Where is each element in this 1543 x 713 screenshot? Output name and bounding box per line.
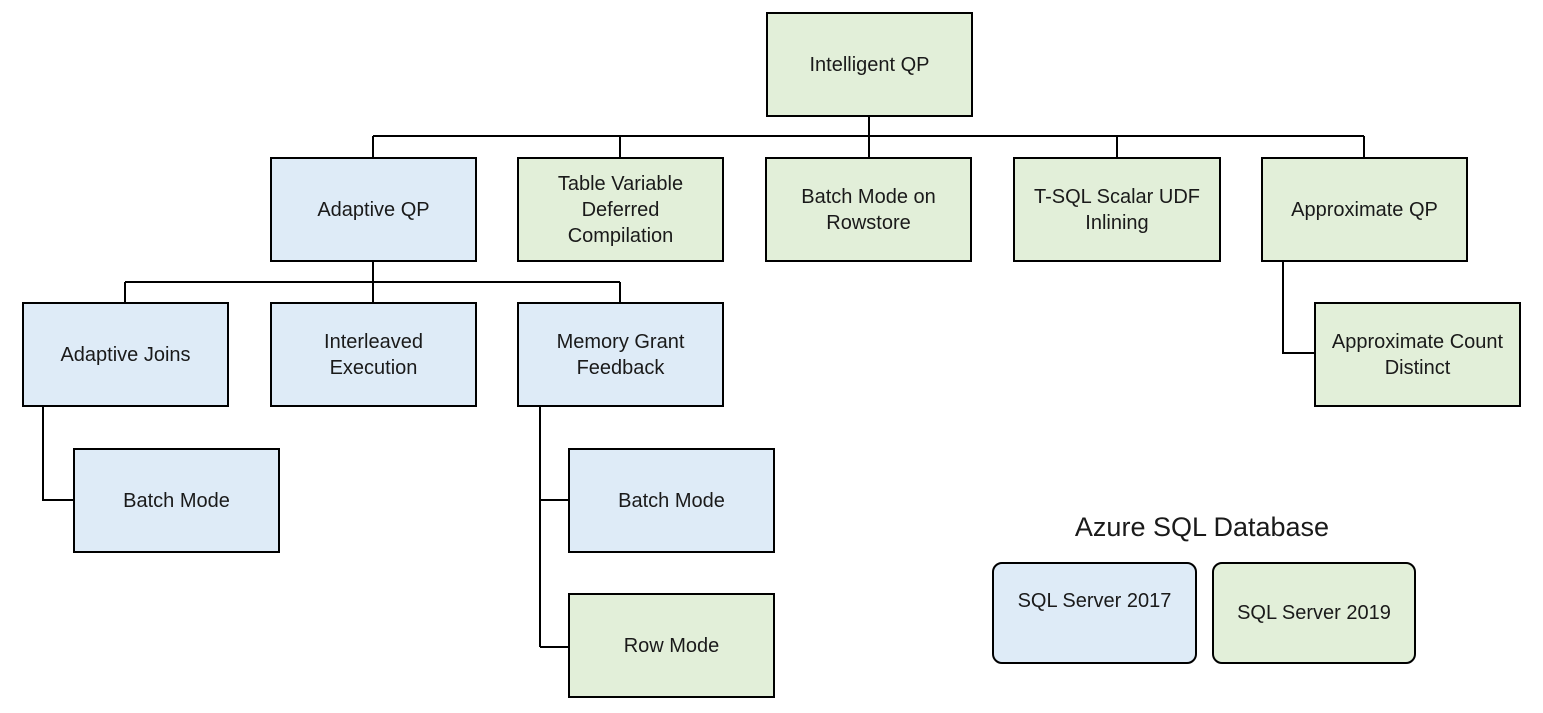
node-label: Interleaved Execution: [324, 330, 423, 379]
legend-title: Azure SQL Database: [1074, 512, 1330, 542]
node-t-sql-scalar-udf-inlining: T-SQL Scalar UDF Inlining: [1013, 157, 1221, 262]
node-adaptive-joins: Adaptive Joins: [22, 302, 229, 407]
node-label: Row Mode: [623, 634, 720, 657]
node-label: Table Variable Deferred Compilation: [557, 172, 684, 247]
node-label: Batch Mode on Rowstore: [801, 185, 936, 234]
node-batch-mode-memory-grant-feedback: Batch Mode: [568, 448, 775, 553]
node-label: Adaptive Joins: [60, 343, 191, 366]
node-label: Approximate Count Distinct: [1331, 330, 1504, 379]
node-interleaved-execution: Interleaved Execution: [270, 302, 477, 407]
legend-item-label: SQL Server 2017: [1017, 590, 1172, 612]
legend-item-sql-server-2019: SQL Server 2019: [1212, 562, 1416, 664]
node-label: Intelligent QP: [809, 53, 930, 76]
node-label: T-SQL Scalar UDF Inlining: [1034, 185, 1200, 234]
connector-edge: [42, 407, 73, 501]
node-table-variable-deferred-compilation: Table Variable Deferred Compilation: [517, 157, 724, 262]
node-label: Adaptive QP: [317, 198, 430, 221]
node-label: Memory Grant Feedback: [556, 330, 685, 379]
node-label: Batch Mode: [618, 489, 725, 512]
node-approximate-count-distinct: Approximate Count Distinct: [1314, 302, 1521, 407]
node-label: Batch Mode: [123, 489, 230, 512]
node-batch-mode-adaptive-joins: Batch Mode: [73, 448, 280, 553]
legend-item-sql-server-2017: SQL Server 2017: [992, 562, 1197, 664]
node-batch-mode-on-rowstore: Batch Mode on Rowstore: [765, 157, 972, 262]
connector-edge: [1282, 262, 1314, 354]
legend-item-label: SQL Server 2019: [1237, 601, 1391, 624]
node-memory-grant-feedback: Memory Grant Feedback: [517, 302, 724, 407]
node-row-mode: Row Mode: [568, 593, 775, 698]
node-approximate-qp: Approximate QP: [1261, 157, 1468, 262]
node-label: Approximate QP: [1291, 198, 1438, 221]
node-intelligent-qp: Intelligent QP: [766, 12, 973, 117]
node-adaptive-qp: Adaptive QP: [270, 157, 477, 262]
